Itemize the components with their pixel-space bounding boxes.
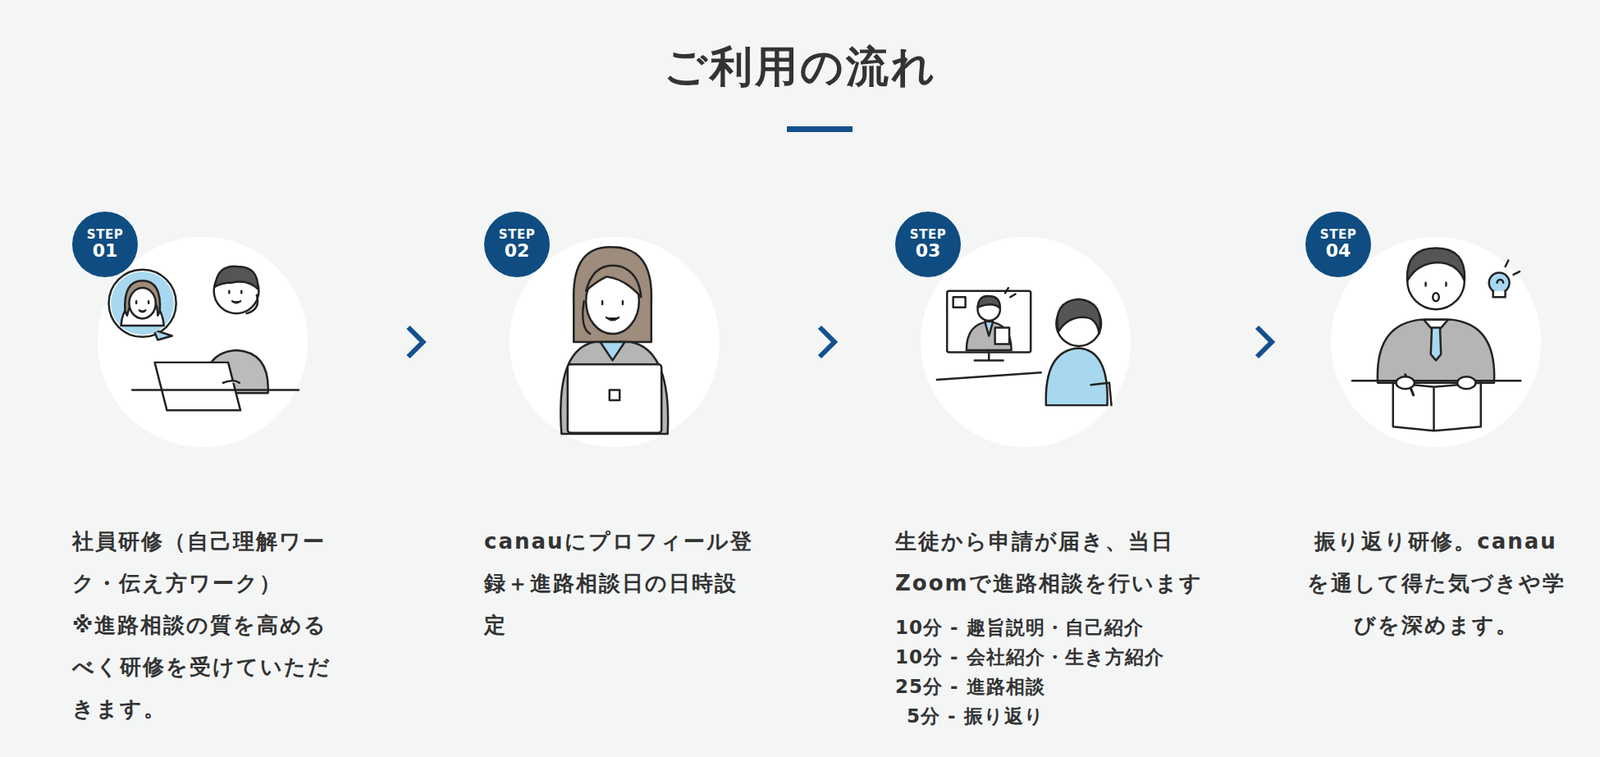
step-note: ※進路相談の質を高めるべく研修を受けていただきます。: [72, 604, 348, 731]
step-description: 社員研修（自己理解ワーク・伝え方ワーク）: [72, 521, 348, 605]
step-illustration: [509, 237, 720, 448]
step-illustration: [609, 389, 620, 400]
step-illustration: [1393, 383, 1482, 431]
step-badge: STEP02: [484, 211, 550, 278]
step-description: canauにプロフィール登録＋進路相談日の日時設定: [484, 521, 759, 647]
step-illustration: [136, 301, 149, 312]
step-number: 01: [92, 241, 119, 261]
step-illustration: [600, 342, 626, 361]
step-illustration: [974, 352, 1004, 361]
step-label: STEP: [1320, 228, 1357, 242]
step-number: 04: [1325, 241, 1352, 261]
step-illustration: [953, 297, 966, 307]
step-illustration: [97, 237, 308, 448]
step-illustration: [128, 288, 156, 319]
step-illustration: [1377, 320, 1495, 384]
step-arrow: [408, 327, 424, 357]
step-circle: [1330, 237, 1541, 448]
step-badge: STEP03: [895, 211, 961, 278]
step-note: 25分 - 進路相談: [895, 672, 1224, 702]
step-illustration: [567, 364, 662, 433]
title-underline: [786, 126, 853, 133]
step-illustration: [1046, 347, 1108, 406]
step-illustration: [573, 246, 652, 343]
step-illustration: [1091, 383, 1112, 406]
step-illustration: [1352, 379, 1521, 382]
step-illustration: [1395, 376, 1414, 389]
step-badge: STEP01: [72, 211, 138, 278]
step-number: 02: [504, 241, 531, 261]
step-card: canauにプロフィール登録＋進路相談日の日時設定 STEP02: [484, 210, 759, 647]
step-description: 生徒から申請が届き、当日Zoomで進路相談を行います: [895, 521, 1224, 605]
step-illustration: [246, 295, 258, 314]
step-illustration: [155, 362, 241, 411]
step-illustration: [1493, 291, 1506, 298]
step-illustration: [1005, 288, 1015, 298]
step-arrow: [819, 327, 835, 357]
step-illustration: [1457, 376, 1476, 389]
step-number: 03: [915, 241, 942, 261]
step-illustration: [978, 296, 1001, 309]
step-illustration: [228, 291, 242, 303]
page-title: ご利用の流れ: [0, 39, 1600, 94]
step-illustration: [946, 291, 1031, 353]
step-circle: [920, 237, 1131, 448]
step-circle: [97, 237, 308, 448]
step-label: STEP: [498, 228, 535, 242]
step-illustration: [920, 237, 1131, 448]
step-illustration: [1407, 248, 1465, 282]
step-note: 5分 - 振り返り: [895, 701, 1224, 732]
step-illustration: [214, 266, 258, 290]
step-circle: [509, 237, 720, 448]
step-illustration: [1430, 328, 1441, 362]
step-note: 10分 - 趣旨説明・自己紹介: [895, 612, 1224, 643]
step-illustration: [984, 321, 993, 336]
step-illustration: [560, 342, 668, 435]
step-label: STEP: [909, 228, 947, 242]
step-illustration: [1426, 283, 1447, 287]
step-illustration: [1432, 292, 1439, 302]
step-label: STEP: [86, 228, 124, 242]
step-illustration: [602, 301, 623, 320]
step-illustration: [1505, 260, 1520, 275]
step-illustration: [109, 269, 177, 338]
step-illustration: [1497, 279, 1504, 284]
step-card: 生徒から申請が届き、当日Zoomで進路相談を行います 10分 - 趣旨説明・自己紹…: [895, 210, 1224, 732]
step-illustration: [132, 388, 299, 391]
step-arrow: [1257, 327, 1272, 357]
step-illustration: [1330, 237, 1541, 448]
step-description: 振り返り研修。canauを通して得た気づきや学びを深めます。: [1305, 521, 1567, 647]
step-illustration: [995, 328, 1010, 345]
step-illustration: [110, 271, 174, 335]
step-illustration: [937, 372, 1042, 380]
step-illustration: [966, 321, 1012, 351]
step-card: 社員研修（自己理解ワーク・伝え方ワーク）※進路相談の質を高めるべく研修を受けてい…: [72, 210, 348, 731]
step-illustration: [1489, 272, 1510, 293]
step-illustration: [585, 265, 641, 298]
step-note: 10分 - 会社紹介・生き方紹介: [895, 642, 1224, 672]
step-illustration: [582, 301, 590, 334]
step-illustration: [1056, 299, 1101, 334]
step-illustration: [223, 380, 240, 383]
step-badge: STEP04: [1305, 211, 1372, 278]
step-card: 振り返り研修。canauを通して得た気づきや学びを深めます。 STEP04: [1305, 210, 1567, 647]
